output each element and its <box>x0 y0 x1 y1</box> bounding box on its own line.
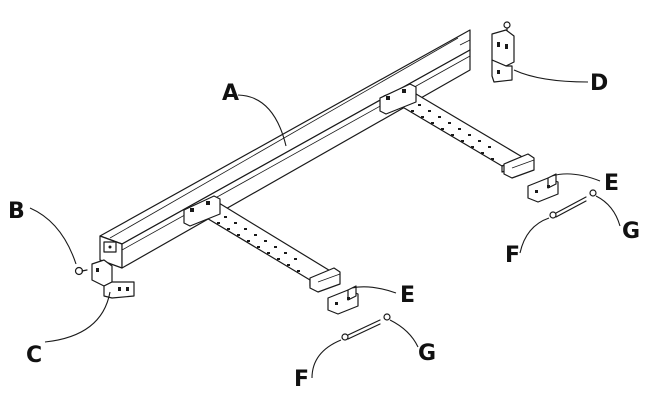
callout-e-upper: E <box>604 171 619 196</box>
left-slotted-arm <box>183 195 341 293</box>
callout-b: B <box>8 199 25 224</box>
leader-lines <box>29 69 621 379</box>
callout-g-lower: G <box>418 341 436 366</box>
callout-c: C <box>26 343 42 368</box>
callout-e-lower: E <box>400 283 415 308</box>
callout-g-upper: G <box>622 219 640 244</box>
main-beam-part-a <box>99 29 471 269</box>
foot-bracket-part-e-upper <box>527 173 559 203</box>
wall-bracket-part-c <box>91 259 135 299</box>
bolt-part-f-upper <box>549 196 587 219</box>
right-slotted-arm <box>379 83 535 179</box>
callout-f-lower: F <box>294 367 309 392</box>
callout-f-upper: F <box>505 243 520 268</box>
nut-part-g-lower <box>383 313 391 321</box>
screw-part-b <box>74 266 88 276</box>
bolt-part-f-lower <box>341 319 381 341</box>
nut-part-g-upper <box>589 189 597 197</box>
foot-bracket-part-e-lower <box>327 285 359 315</box>
callout-d: D <box>590 71 608 96</box>
callout-a: A <box>222 81 239 106</box>
wall-bracket-part-d <box>491 21 515 83</box>
